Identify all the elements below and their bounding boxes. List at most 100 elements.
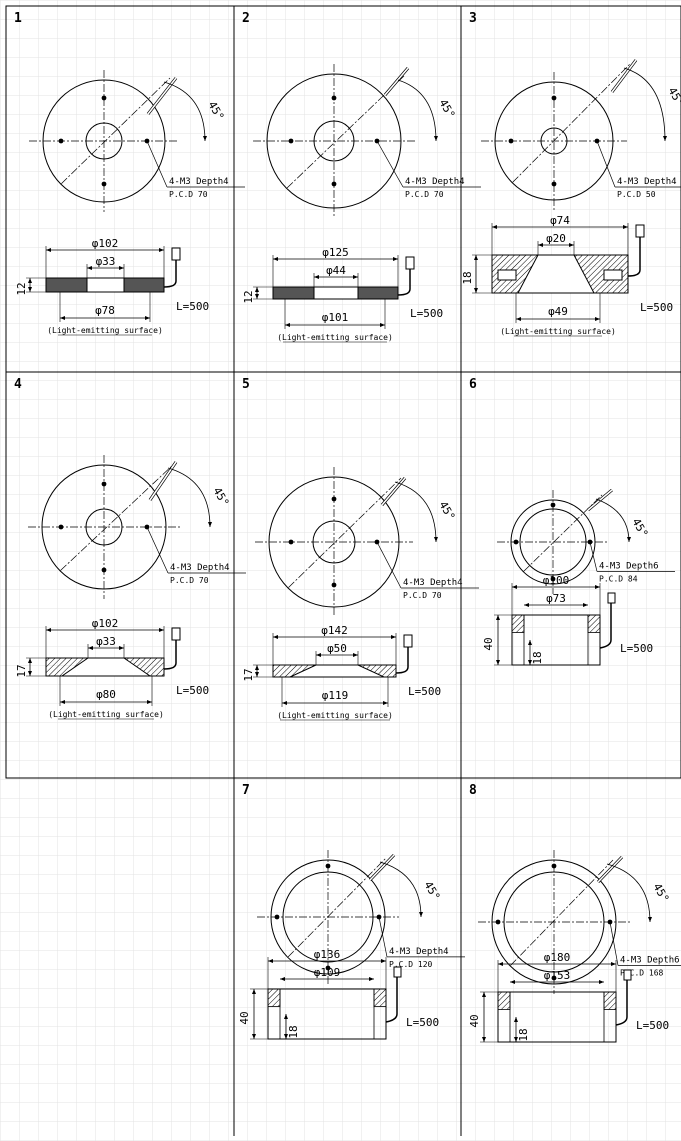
dim-outer-label: φ102 — [92, 617, 119, 630]
surface-note: (Light-emitting surface) — [48, 710, 164, 719]
cable-length-label: L=500 — [636, 1019, 669, 1032]
thread-note: 4-M3 Depth6 — [599, 561, 659, 571]
dim-bottom-arrow-left — [60, 316, 65, 320]
dim-height-arrow-bottom — [496, 660, 500, 665]
thread-note: 4-M3 Depth4 — [617, 177, 677, 187]
thread-note: 4-M3 Depth4 — [403, 578, 463, 588]
dim-outer-label: φ136 — [314, 948, 341, 961]
cable-inner — [149, 461, 177, 501]
dim-wall-arrow-top — [284, 1014, 288, 1019]
dim-inner-arrow-right — [353, 275, 358, 279]
dim-inner-arrow-right — [369, 977, 374, 981]
mounting-hole — [551, 95, 557, 101]
dim-bottom-label: φ49 — [548, 305, 568, 318]
section-bore — [60, 657, 152, 677]
note-leader — [596, 140, 616, 188]
cable-length-label: L=500 — [620, 642, 653, 655]
cable-lead — [397, 269, 411, 296]
angle-arc — [623, 67, 666, 142]
dim-height-arrow-top — [482, 992, 486, 997]
dim-outer-arrow-right — [393, 257, 398, 261]
angle-arc-arrow — [434, 537, 438, 542]
dim-wall-arrow-top — [514, 1017, 518, 1022]
cable-inner — [369, 854, 395, 881]
mounting-hole — [508, 138, 514, 144]
centerline-diagonal — [61, 77, 171, 184]
panel-number: 4 — [14, 377, 22, 392]
note-leader — [146, 526, 169, 574]
cable-lead — [599, 603, 612, 649]
pcd-note: P.C.D 168 — [620, 968, 664, 977]
dim-inner-arrow-left — [280, 977, 285, 981]
dim-wall-label: 18 — [531, 651, 544, 664]
dim-height-arrow-bottom — [28, 671, 32, 676]
surface-note: (Light-emitting surface) — [277, 333, 393, 342]
dim-outer-arrow-right — [159, 628, 164, 632]
panel-number: 5 — [242, 377, 250, 392]
angle-arc-arrow — [663, 136, 667, 141]
dim-bottom-arrow-right — [147, 700, 152, 704]
pcd-note: P.C.D 70 — [403, 591, 442, 600]
angle-arc-arrow — [419, 912, 423, 917]
thread-note: 4-M3 Depth6 — [620, 955, 680, 965]
panel-number: 8 — [469, 783, 477, 798]
mounting-hole — [513, 539, 519, 545]
dim-outer-label: φ74 — [550, 214, 570, 227]
cable-inner — [147, 77, 177, 115]
note-leader — [609, 921, 619, 966]
dim-outer-arrow-left — [46, 248, 51, 252]
dim-outer-label: φ102 — [92, 237, 119, 250]
dim-height-arrow-bottom — [255, 294, 259, 299]
angle-arc — [163, 81, 206, 142]
angle-arc-arrow — [203, 136, 207, 141]
centerline-diagonal — [288, 477, 402, 588]
dim-bottom-arrow-right — [145, 316, 150, 320]
panel-number: 6 — [469, 377, 477, 392]
dim-bottom-label: φ101 — [322, 311, 349, 324]
dim-height-arrow-top — [28, 278, 32, 283]
mounting-hole — [550, 502, 556, 508]
cable-length-label: L=500 — [176, 684, 209, 697]
dim-outer-arrow-left — [512, 585, 517, 589]
angle-arc-arrow — [627, 537, 631, 542]
connector — [623, 969, 632, 981]
dim-inner-label: φ20 — [546, 232, 566, 245]
dim-outer-label: φ100 — [543, 574, 570, 587]
connector — [403, 634, 413, 648]
dim-height-label: 17 — [15, 664, 28, 677]
dim-wall-arrow-bottom — [528, 660, 532, 665]
section-bore — [86, 277, 125, 293]
thread-note: 4-M3 Depth4 — [169, 177, 229, 187]
connector — [171, 247, 181, 261]
dim-outer-arrow-left — [498, 962, 503, 966]
mounting-hole — [288, 539, 294, 545]
dim-inner-arrow-left — [524, 603, 529, 607]
dim-inner-arrow-right — [583, 603, 588, 607]
cable-lead — [615, 980, 628, 1026]
dim-height-arrow-top — [474, 255, 478, 260]
dim-height-arrow-bottom — [28, 287, 32, 292]
mounting-hole — [551, 863, 557, 869]
dim-wall-label: 18 — [517, 1028, 530, 1041]
dim-inner-arrow-right — [119, 266, 124, 270]
dim-height-label: 17 — [242, 668, 255, 681]
dim-inner-label: φ33 — [96, 635, 116, 648]
dim-height-arrow-top — [255, 287, 259, 292]
dim-bottom-arrow-right — [383, 701, 388, 705]
section-bore — [517, 254, 595, 294]
dim-inner-arrow-right — [569, 243, 574, 247]
dim-height-arrow-top — [252, 989, 256, 994]
dim-outer-label: φ125 — [322, 246, 349, 259]
dim-inner-label: φ153 — [544, 969, 571, 982]
section-bore — [313, 286, 359, 300]
led-pocket-left — [497, 269, 517, 281]
mounting-hole — [331, 582, 337, 588]
thread-note: 4-M3 Depth4 — [389, 947, 449, 957]
section-outline — [497, 991, 617, 1043]
cable-lead — [163, 260, 177, 288]
dim-outer-arrow-left — [273, 635, 278, 639]
dim-inner-label: φ50 — [327, 642, 347, 655]
mounting-hole — [58, 138, 64, 144]
dim-inner-label: φ73 — [546, 592, 566, 605]
